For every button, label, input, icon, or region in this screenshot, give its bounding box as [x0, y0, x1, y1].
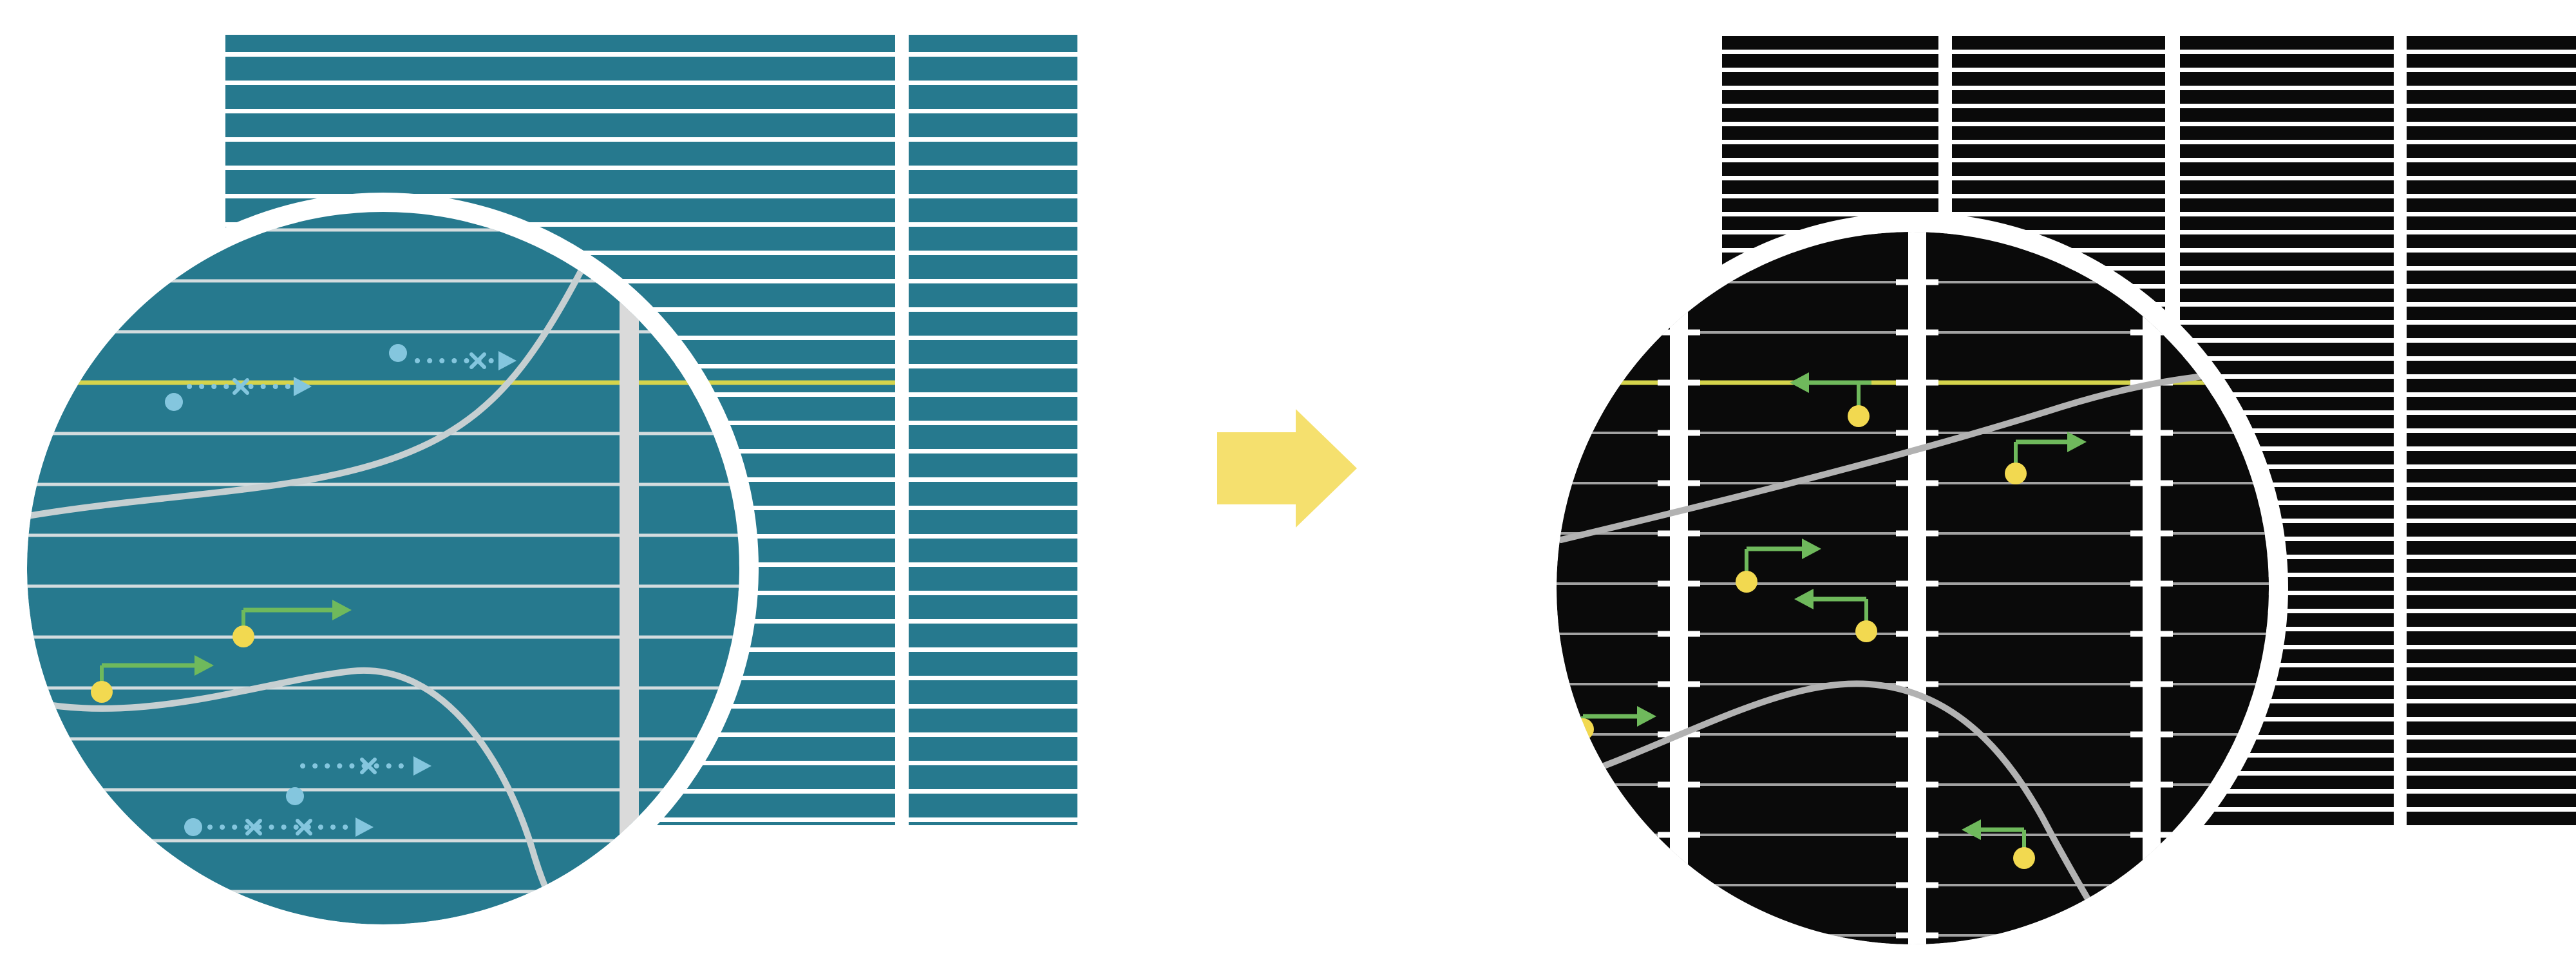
carrier-arrowhead: [1962, 819, 1981, 840]
busbar-tick: [1896, 681, 1938, 687]
grain-boundary-curve: [1557, 680, 2119, 944]
left-magnifier-content: [27, 212, 739, 924]
busbar-tick: [2130, 932, 2173, 939]
right-magnifier-content: [1557, 232, 2269, 944]
carrier-arrowhead: [1790, 372, 1809, 393]
busbar-tick: [1896, 631, 1938, 637]
carrier-arrowhead: [413, 756, 431, 776]
busbar-tick: [1896, 530, 1938, 537]
busbar-tick: [1658, 530, 1700, 537]
right-detail-busbar: [1670, 232, 1688, 944]
left-detail-busbar: [620, 212, 639, 924]
busbar-tick: [1896, 279, 1938, 285]
busbar-tick: [2130, 580, 2173, 587]
loss-x-mark: [469, 352, 486, 369]
right-magnifier: [1537, 213, 2288, 964]
carrier-dot: [1855, 620, 1877, 642]
busbar-tick: [2130, 430, 2173, 436]
busbar-tick: [1658, 430, 1700, 436]
busbar-tick: [1658, 480, 1700, 486]
busbar-tick: [1896, 430, 1938, 436]
right-detail-busbar: [1908, 232, 1926, 944]
busbar-tick: [2130, 781, 2173, 788]
busbar-tick: [1896, 781, 1938, 788]
carrier-long-path: [389, 344, 516, 370]
carrier-dot: [1736, 571, 1757, 593]
busbar-tick: [1658, 681, 1700, 687]
carrier-dot: [232, 625, 254, 647]
busbar-tick: [1896, 731, 1938, 738]
carrier-arrowhead: [2067, 432, 2087, 452]
carrier-dot: [2005, 463, 2027, 484]
busbar-tick: [1896, 932, 1938, 939]
carrier-short-path: [1790, 372, 1871, 427]
carrier-long-path: [286, 756, 431, 805]
busbar-tick: [1658, 580, 1700, 587]
busbar-tick: [2130, 530, 2173, 537]
carrier-short-path: [232, 600, 352, 647]
carrier-arrowhead: [498, 351, 516, 370]
carrier-dot: [165, 393, 183, 411]
magnifier-ring: [8, 193, 759, 944]
transition-arrow-group: [1217, 409, 1357, 528]
grain-boundary-curve: [1558, 370, 2229, 543]
magnifier-ring: [1537, 213, 2288, 964]
busbar-tick: [1896, 832, 1938, 838]
busbar-tick: [1658, 329, 1700, 336]
busbar-tick: [1658, 631, 1700, 637]
loss-x-mark: [232, 378, 249, 395]
busbar-tick: [1658, 832, 1700, 838]
busbar-tick: [1658, 781, 1700, 788]
loss-x-mark: [245, 819, 262, 836]
busbar-tick: [2130, 480, 2173, 486]
busbar-tick: [1658, 932, 1700, 939]
carrier-arrowhead: [1802, 539, 1821, 559]
carrier-arrowhead: [1794, 589, 1814, 609]
grain-boundary-curve: [27, 212, 616, 522]
busbar-tick: [2130, 731, 2173, 738]
left-magnifier: [8, 193, 759, 944]
carrier-long-path: [184, 817, 374, 837]
busbar-tick: [2130, 681, 2173, 687]
busbar-tick: [1896, 480, 1938, 486]
carrier-arrowhead: [355, 817, 374, 837]
busbar-tick: [1896, 329, 1938, 336]
carrier-dot: [91, 681, 113, 703]
carrier-short-path: [91, 655, 214, 703]
busbar-tick: [2130, 631, 2173, 637]
loss-x-mark: [296, 819, 312, 836]
carrier-dot: [2013, 847, 2035, 869]
carrier-dot: [389, 344, 407, 362]
right-detail-busbar: [2143, 232, 2161, 944]
loss-x-mark: [360, 758, 377, 774]
busbar-tick: [1896, 882, 1938, 888]
left-cell-section: [909, 35, 1077, 825]
busbar-tick: [2130, 832, 2173, 838]
busbar-tick: [2130, 329, 2173, 336]
carrier-short-path: [1962, 819, 2035, 869]
carrier-arrowhead: [294, 377, 312, 396]
carrier-arrowhead: [194, 655, 214, 676]
carrier-dot: [286, 787, 304, 805]
carrier-dot: [1848, 405, 1870, 427]
carrier-arrowhead: [1637, 706, 1656, 727]
carrier-arrowhead: [332, 600, 352, 620]
busbar-tick: [1896, 580, 1938, 587]
carrier-short-path: [1794, 589, 1877, 642]
carrier-long-path: [165, 377, 312, 411]
busbar-tick: [1658, 379, 1700, 386]
right-cell-section: [2407, 35, 2576, 825]
carrier-short-path: [1736, 539, 1821, 593]
transition-arrow-icon: [1217, 409, 1357, 528]
carrier-short-path: [2005, 432, 2087, 484]
busbar-tick: [1896, 379, 1938, 386]
carrier-dot: [184, 818, 202, 836]
